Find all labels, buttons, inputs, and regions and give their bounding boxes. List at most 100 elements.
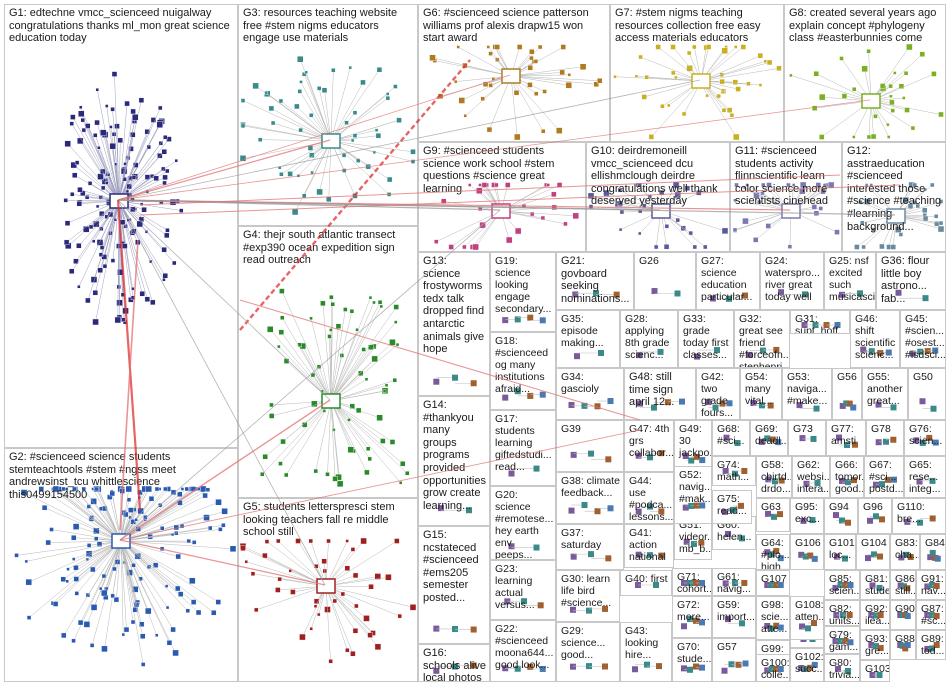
user-node [269,402,274,408]
user-node [162,180,167,186]
user-node [845,519,851,526]
group-g81-nodes [869,582,883,591]
group-g92-nodes [868,612,884,619]
group-g57-label: G57 [717,641,737,653]
user-node [667,103,671,108]
group-g53-label: G53: naviga... #make... [787,371,828,407]
user-node [93,527,100,535]
group-g82-label: G82: units... [829,603,860,626]
user-node [514,316,521,323]
user-node [364,377,369,381]
user-node [527,65,533,71]
group-g69-nodes [758,435,782,446]
user-node [371,355,378,363]
user-node [128,507,134,513]
user-node [166,640,173,646]
user-node [723,434,730,441]
user-node [739,620,745,627]
user-node [316,188,323,196]
group-g5-label: G5: students letterspresci stem looking … [243,501,395,539]
group-g55: G55: another great... [862,368,908,420]
group-g47-label: G47: 4th grs collabor... [629,423,674,459]
user-node [126,218,131,222]
user-node [169,198,177,206]
group-g101-nodes [834,553,848,562]
user-node [298,127,303,133]
user-node [349,309,355,314]
group-g110-label: G110: bre... [897,501,925,525]
user-node [703,244,708,250]
group-g9-label: G9: #scienceed students science work sch… [423,145,555,195]
user-node [252,82,259,90]
user-node [632,666,638,673]
user-node [139,291,145,297]
user-node [79,105,83,110]
group-g20: G20: science #remotese... hey earth env … [490,486,556,560]
user-node [846,612,853,618]
group-g103-nodes [869,672,883,678]
user-node [291,208,299,216]
user-node [895,289,902,296]
user-node [746,81,751,86]
user-node [130,295,136,300]
user-node [879,481,885,488]
user-node [847,639,854,646]
group-g9: G9: #scienceed students science work sch… [418,142,586,252]
user-node [879,83,886,89]
user-node [175,553,181,560]
group-g104-label: G104 [861,537,887,549]
user-node [385,92,390,96]
user-node [868,348,875,355]
group-g96-nodes [867,513,885,524]
user-node [488,51,493,56]
user-node [541,129,546,134]
user-node [360,537,367,545]
user-node [877,350,884,357]
user-node [875,439,882,446]
user-node [570,663,576,670]
user-node [64,220,71,226]
user-node [177,591,184,597]
user-node [277,165,282,170]
user-node [771,513,777,520]
user-node [72,172,78,178]
group-g78-label: G78 [871,423,891,435]
group-g53: G53: naviga... #make... [782,368,832,420]
group-g96-label: G96 [863,501,883,513]
user-node [377,299,383,305]
group-g42: G42: two grade fours... [696,368,740,420]
user-node [933,642,940,648]
user-node [917,348,924,355]
user-node [647,503,653,510]
user-node [297,89,302,94]
user-node [721,47,728,54]
user-node [688,457,695,464]
user-node [452,663,458,670]
user-node [644,75,649,80]
user-node [25,578,32,586]
user-node [74,160,80,165]
user-node [513,90,520,96]
user-node [775,439,782,446]
user-node [537,602,544,609]
user-node [99,586,103,591]
group-g5: G5: students letterspresci stem looking … [238,498,418,682]
user-node [537,44,543,50]
user-node [924,645,931,652]
user-node [772,478,778,485]
user-node [267,326,274,333]
group-g33-label: G33: grade today first classes... [683,313,729,361]
user-node [686,50,692,56]
user-node [765,510,771,517]
user-node [395,342,400,347]
user-node [376,67,383,73]
group-g48: G48: still time sign april 12... [624,368,696,420]
user-node [280,438,286,445]
user-node [368,344,374,350]
user-node [149,259,153,264]
user-node [726,400,733,407]
user-node [579,63,587,70]
user-node [379,304,383,309]
user-node [540,215,546,221]
user-node [568,507,575,514]
